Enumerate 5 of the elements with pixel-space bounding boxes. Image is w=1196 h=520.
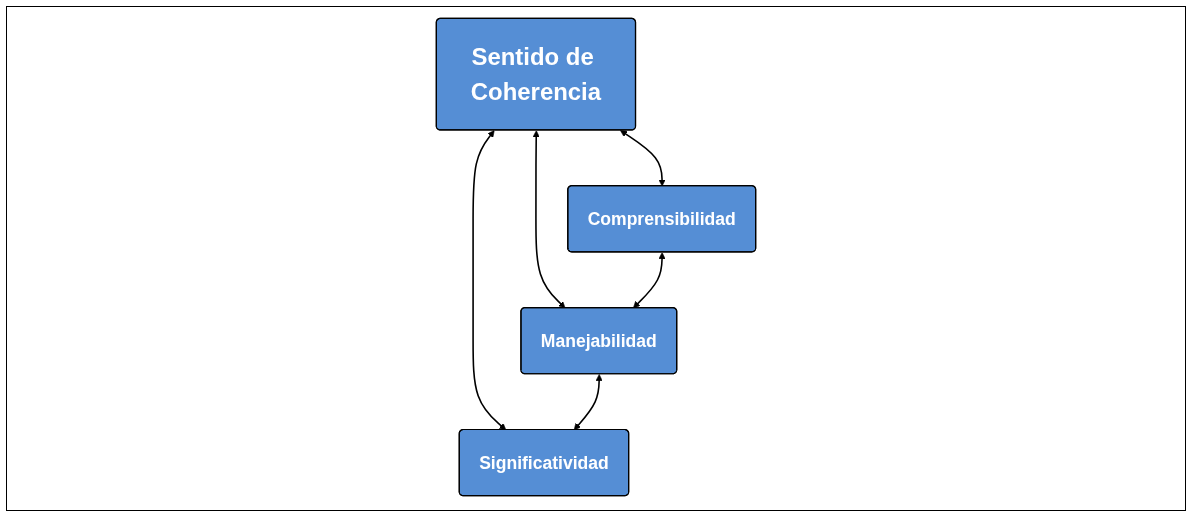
arrow — [573, 373, 603, 430]
arrow — [620, 129, 666, 186]
arrow — [472, 129, 507, 430]
arrow — [633, 251, 666, 308]
arrow — [532, 129, 566, 308]
